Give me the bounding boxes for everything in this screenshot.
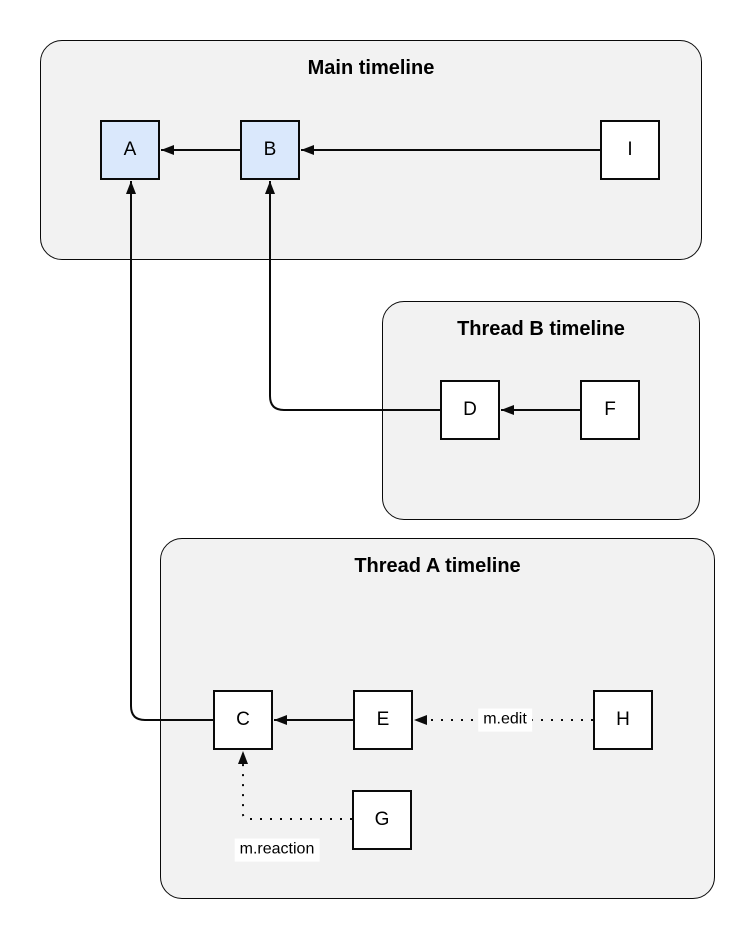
group-thread-a-timeline-title: Thread A timeline — [354, 555, 521, 577]
node-I: I — [600, 120, 660, 180]
node-A: A — [100, 120, 160, 180]
edge-label-m-edit: m.edit — [478, 708, 532, 732]
node-F: F — [580, 380, 640, 440]
node-H-label: H — [616, 709, 630, 730]
node-D-label: D — [463, 399, 477, 420]
group-main-timeline-title: Main timeline — [307, 57, 435, 79]
edge-label-m-reaction: m.reaction — [234, 838, 320, 862]
node-D: D — [440, 380, 500, 440]
node-I-label: I — [627, 139, 633, 160]
node-C: C — [213, 690, 273, 750]
node-C-label: C — [236, 709, 250, 730]
node-A-label: A — [123, 139, 137, 160]
node-E: E — [353, 690, 413, 750]
node-G-label: G — [374, 809, 390, 830]
node-F-label: F — [604, 399, 616, 420]
node-B: B — [240, 120, 300, 180]
node-B-label: B — [263, 139, 277, 160]
group-thread-b-timeline-title: Thread B timeline — [457, 318, 625, 340]
node-G: G — [352, 790, 412, 850]
group-thread-b-timeline: Thread B timeline — [382, 301, 700, 520]
node-H: H — [593, 690, 653, 750]
node-E-label: E — [376, 709, 390, 730]
